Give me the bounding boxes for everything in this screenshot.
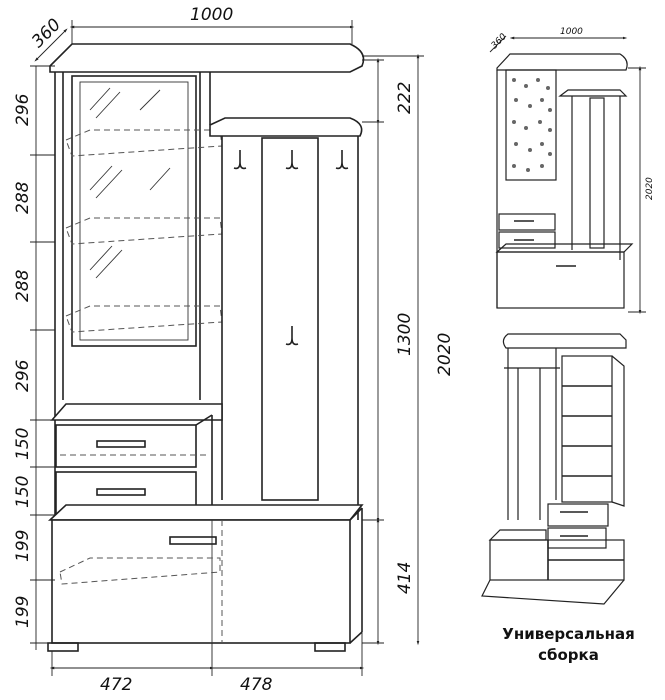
dim-hanger: 1300 [395,313,415,356]
glass-shelf-2 [65,217,223,245]
dim-bottom-2: 199 [13,596,33,628]
mirror-frame [71,75,197,347]
dim-drawer-2: 150 [13,476,33,508]
mirror-reflections [89,87,171,279]
dim-top-right: 222 [395,82,415,114]
hook-icon [233,150,247,170]
hook-icons [233,150,349,346]
top-panel [49,43,365,73]
bottom-handle [169,536,217,545]
caption: Универсальная сборка [486,624,651,666]
dimension-labels: 1000 360 296 288 288 296 150 150 199 199… [13,5,455,695]
dim-bottom-1: 199 [13,530,33,562]
main-cabinet-drawing [47,43,365,652]
hook-icon [335,150,349,170]
bottom-top [47,504,364,521]
dim-mirror-2: 288 [13,181,33,214]
dim-total-height: 2020 [435,333,455,376]
thumb-dim-height: 2020 [645,177,655,200]
glass-shelf-3 [65,305,223,333]
drawer-top [50,403,223,421]
thumb-dim-depth: 360 [490,32,509,51]
thumbnail-front-view: 1000 360 2020 [490,27,655,315]
dimension-lines [30,20,424,676]
dim-width: 1000 [190,5,233,25]
dim-depth: 360 [28,15,65,52]
mirror [79,81,189,341]
thumb-dim-width: 1000 [560,27,583,37]
bottom-cabinet [51,519,351,644]
dim-base: 414 [395,562,415,594]
dim-mirror-1: 296 [13,93,33,126]
dim-bottom-left: 472 [100,675,132,695]
drawer-2-handle [96,488,146,496]
glass-shelf-1 [65,129,223,157]
hook-icon [285,326,299,346]
caption-line-2: сборка [538,646,599,664]
drawer-1-handle [96,440,146,448]
dim-mirror-3: 288 [13,269,33,302]
dim-mirror-4: 296 [13,359,33,392]
hanger-top-shelf [209,117,363,137]
thumbnail-mirrored-view [481,333,627,605]
hook-icon [285,150,299,170]
dim-bottom-right: 478 [240,675,273,695]
hanger-panel [261,137,319,501]
caption-line-1: Универсальная [502,625,635,643]
thumbnail-mirror-pattern [512,78,552,172]
dim-drawer-1: 150 [13,428,33,460]
drawer-1 [55,424,197,468]
